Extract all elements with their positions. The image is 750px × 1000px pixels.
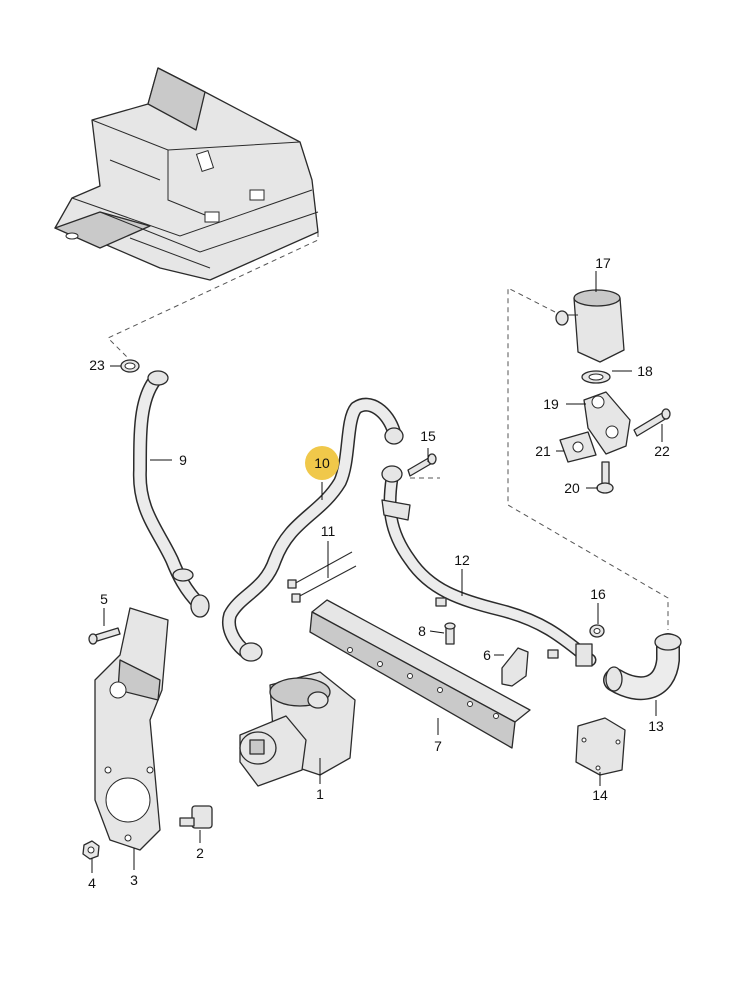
stud-8 xyxy=(444,622,456,645)
rail-7 xyxy=(309,599,531,749)
callout-1: 1 xyxy=(316,786,324,802)
callout-7: 7 xyxy=(434,738,442,754)
callout-2: 2 xyxy=(196,845,204,861)
callout-23: 23 xyxy=(89,357,105,373)
pipe-12 xyxy=(381,465,597,667)
callout-4: 4 xyxy=(88,875,96,891)
callout-8: 8 xyxy=(418,623,426,639)
hose-clamp-23 xyxy=(120,359,140,373)
callout-21: 21 xyxy=(535,443,551,459)
callout-22: 22 xyxy=(654,443,670,459)
air-filter-housing xyxy=(54,67,319,281)
callout-3: 3 xyxy=(130,872,138,888)
callout-5: 5 xyxy=(100,591,108,607)
callout-16: 16 xyxy=(590,586,606,602)
bolt-20 xyxy=(596,461,614,494)
bracket-6 xyxy=(501,647,529,687)
bracket-3 xyxy=(94,607,169,851)
hose-9 xyxy=(132,370,210,618)
bolt-22 xyxy=(633,408,671,437)
assembly-dash-lines xyxy=(107,232,669,630)
callout-12: 12 xyxy=(454,552,470,568)
callout-11: 11 xyxy=(321,523,336,539)
air-pump-1 xyxy=(239,671,356,787)
flange-19 xyxy=(583,391,631,455)
callout-6: 6 xyxy=(483,647,491,663)
leader-lines xyxy=(91,271,663,873)
highlight-circle xyxy=(305,446,339,480)
callout-18: 18 xyxy=(637,363,653,379)
callout-13: 13 xyxy=(648,718,664,734)
callout-17: 17 xyxy=(595,255,611,271)
callout-9: 9 xyxy=(179,452,187,468)
sensor-2 xyxy=(179,805,213,829)
nut-16 xyxy=(589,624,605,638)
nut-4 xyxy=(82,840,100,860)
combination-valve-17 xyxy=(555,289,625,363)
callout-15: 15 xyxy=(420,428,436,444)
cover-plate-14 xyxy=(575,717,626,776)
cable-ties-11 xyxy=(287,551,357,603)
gasket-21 xyxy=(559,431,597,463)
bolt-5 xyxy=(88,627,121,645)
callout-14: 14 xyxy=(592,787,608,803)
elbow-hose-13 xyxy=(603,633,682,701)
bolt-15 xyxy=(407,453,437,477)
callout-labels: 23 9 10 15 11 12 17 18 19 21 22 20 16 8 … xyxy=(88,255,670,891)
callout-20: 20 xyxy=(564,480,580,496)
hose-10 xyxy=(222,397,404,662)
gasket-18 xyxy=(581,370,611,384)
callout-10: 10 xyxy=(314,455,330,471)
callout-19: 19 xyxy=(543,396,559,412)
